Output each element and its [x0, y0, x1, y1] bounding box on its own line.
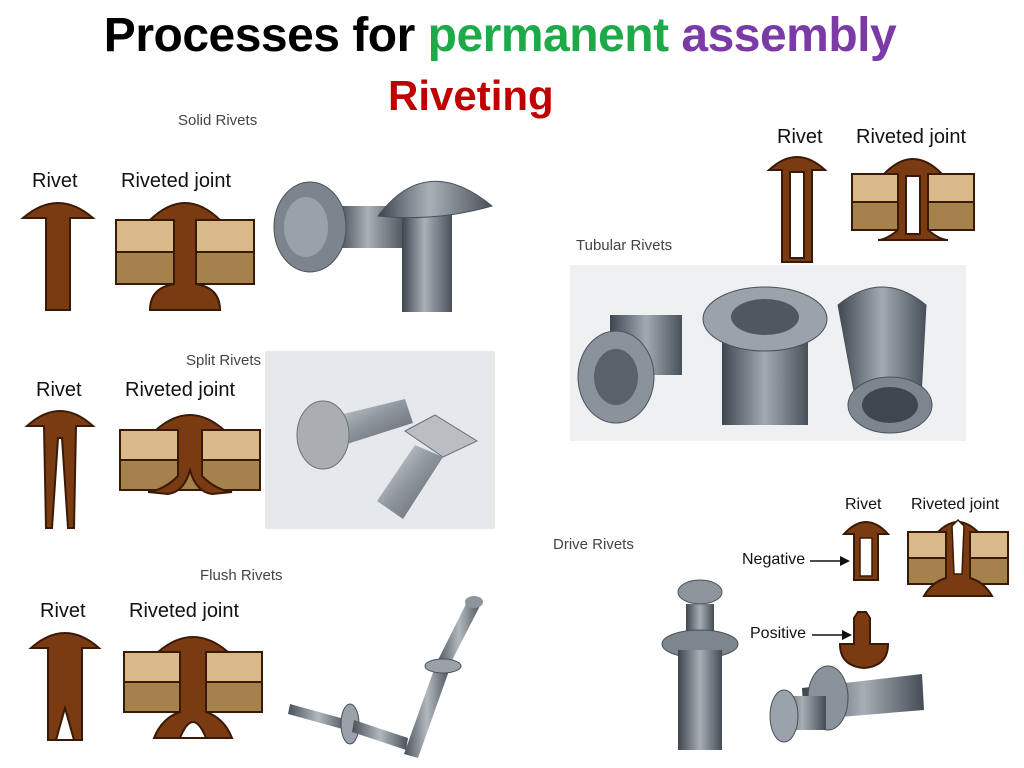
- solid-rivets-caption: Solid Rivets: [178, 112, 258, 129]
- tubular-caption-box: Tubular Rivets: [570, 237, 766, 267]
- split-joint-label: Riveted joint: [125, 379, 236, 401]
- drive-rivets-photo: [652, 570, 952, 760]
- solid-rivet-diagram: [20, 202, 96, 311]
- title-word-assembly: assembly: [681, 9, 897, 62]
- drive-rivet-label: Rivet: [845, 496, 882, 513]
- split-rivets-caption: Split Rivets: [186, 352, 262, 369]
- drive-positive-label: Positive: [750, 625, 807, 642]
- solid-rivet-label: Rivet: [32, 170, 78, 192]
- tubular-rivets-caption: Tubular Rivets: [576, 237, 673, 254]
- flush-joint-label: Riveted joint: [129, 600, 240, 622]
- tubular-joint-diagram: [851, 158, 975, 241]
- positive-arrow-icon: [812, 630, 852, 640]
- negative-rivet-diagram: [842, 521, 890, 581]
- split-joint-diagram: [119, 414, 261, 496]
- page-title: Processes for permanent assembly: [0, 8, 1000, 63]
- tubular-rivets-photo: [570, 265, 966, 441]
- tubular-joint-label: Riveted joint: [856, 126, 967, 148]
- title-word-permanent: permanent: [427, 9, 669, 62]
- flush-rivet-label: Rivet: [40, 600, 86, 622]
- solid-rivets-photo: [266, 160, 516, 312]
- solid-joint-diagram: [115, 202, 255, 311]
- flush-rivet-diagram: [28, 632, 102, 741]
- drive-negative-label: Negative: [742, 551, 806, 568]
- tubular-rivet-diagram: [766, 156, 828, 263]
- page-subtitle: Riveting: [388, 72, 554, 119]
- drive-joint-diagram: [907, 518, 1009, 597]
- title-prefix: Processes for: [103, 9, 416, 62]
- flush-rivets-photo: [268, 588, 498, 766]
- split-rivet-label: Rivet: [36, 379, 82, 401]
- split-rivets-photo: [265, 351, 495, 529]
- solid-joint-label: Riveted joint: [121, 170, 232, 192]
- negative-arrow-icon: [810, 556, 850, 566]
- split-rivet-diagram: [24, 410, 96, 529]
- drive-joint-label: Riveted joint: [911, 496, 1000, 513]
- drive-rivets-caption: Drive Rivets: [553, 536, 634, 553]
- flush-rivets-caption: Flush Rivets: [200, 567, 283, 584]
- positive-rivet-diagram: [838, 611, 890, 670]
- flush-joint-diagram: [123, 636, 263, 739]
- tubular-rivet-label: Rivet: [777, 126, 823, 148]
